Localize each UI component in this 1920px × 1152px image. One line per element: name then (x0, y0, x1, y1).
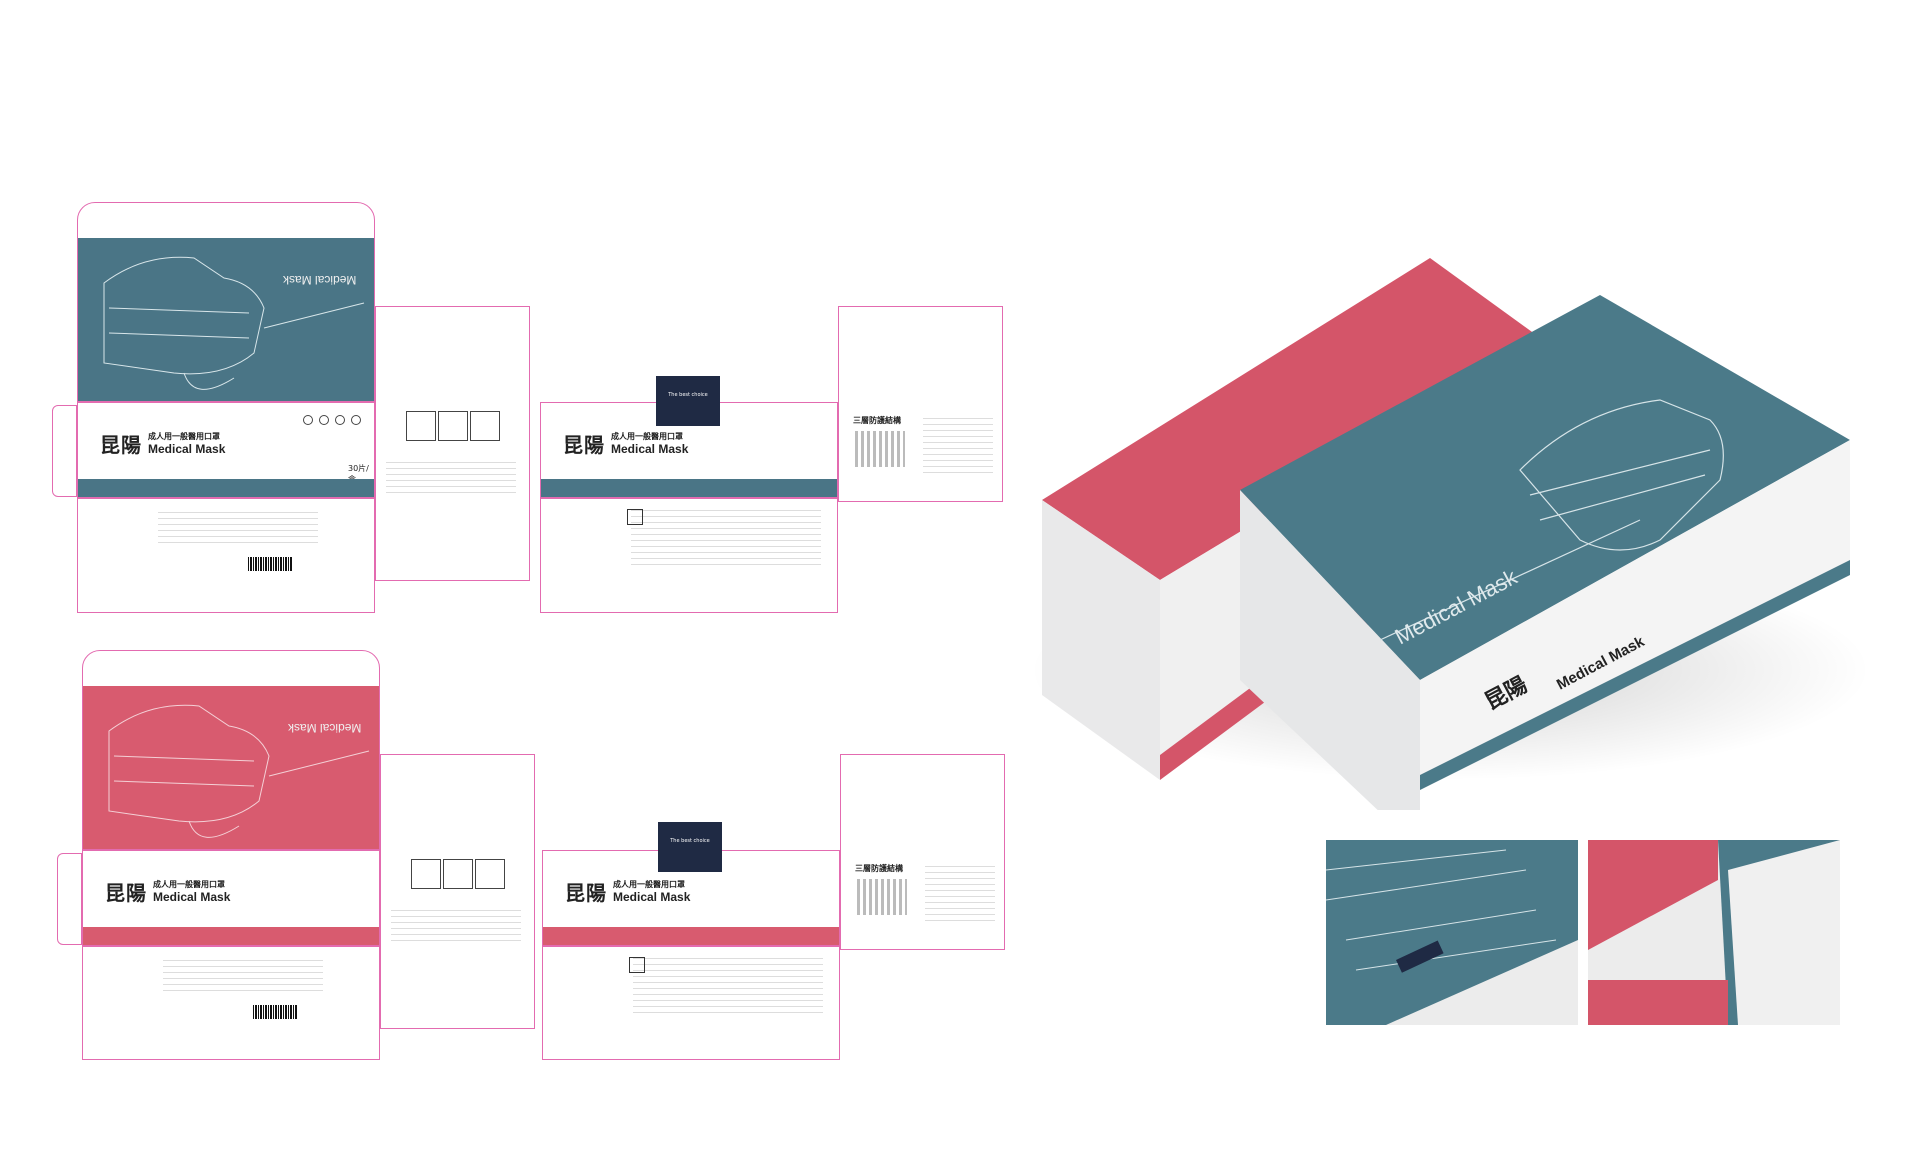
shield-icon (351, 415, 361, 425)
brand-en: Medical Mask (148, 442, 226, 456)
feature-icons (303, 415, 361, 425)
side-panel-layers-pink: 三層防護結構 (840, 754, 1005, 950)
front-panel-pink-2: 昆陽 成人用一般醫用口罩 Medical Mask (542, 850, 840, 946)
lid-fill-teal (78, 238, 374, 401)
face-illustration-icon (475, 859, 505, 889)
tag-label: The best choice (656, 376, 720, 426)
brand-en: Medical Mask (153, 890, 231, 904)
box-mockup: Medical Mask 昆陽 Medical Mask (1030, 258, 1870, 810)
layers-diagram-icon (855, 431, 905, 467)
brand-subtitle: 成人用一般醫用口罩 (611, 432, 683, 441)
bottom-panel-teal-2 (540, 498, 838, 613)
detail-photo-pink (1588, 840, 1840, 1025)
brand-en: Medical Mask (613, 890, 691, 904)
info-text-block (631, 505, 821, 565)
qr-icon (629, 957, 645, 973)
brand-subtitle: 成人用一般醫用口罩 (153, 880, 225, 889)
bottom-panel-teal-1 (77, 498, 375, 613)
side-panel-pink (380, 754, 535, 1029)
info-text-block (633, 953, 823, 1013)
color-band (78, 479, 374, 497)
brand-cn: 昆陽 (563, 433, 605, 457)
layers-text (925, 861, 995, 921)
hospital-cross-icon (303, 415, 313, 425)
barcode-icon (248, 557, 292, 571)
face-illustration-icon (411, 859, 441, 889)
layers-text (923, 413, 993, 473)
front-panel-teal-2: 昆陽 成人用一般醫用口罩 Medical Mask (540, 402, 838, 498)
face-illustration-icon (470, 411, 500, 441)
face-illustration-icon (443, 859, 473, 889)
teal-box-top (1240, 295, 1850, 680)
pink-box-top (1042, 258, 1550, 580)
filter-icon (319, 415, 329, 425)
brand-cn: 昆陽 (565, 881, 607, 905)
side-flap-left (57, 853, 82, 945)
mask-line-art-icon (108, 704, 370, 838)
spec-text (386, 457, 516, 497)
lid-panel-teal: Medical Mask (77, 202, 375, 402)
brand-en: Medical Mask (611, 442, 689, 456)
tag-label: The best choice (658, 822, 722, 872)
detail-photo-teal (1326, 840, 1578, 1025)
brand-cn: 昆陽 (105, 881, 147, 905)
side-flap-left (52, 405, 77, 497)
lid-cover-text: Medical Mask (288, 721, 362, 735)
brand-subtitle: 成人用一般醫用口罩 (613, 880, 685, 889)
info-text-block (163, 955, 323, 995)
bottom-panel-pink-1 (82, 946, 380, 1060)
check-icon (335, 415, 345, 425)
lid-fill-pink (83, 686, 379, 849)
info-text-block (158, 507, 318, 547)
lid-cover-text: Medical Mask (283, 273, 357, 287)
face-illustration-icon (438, 411, 468, 441)
brand-subtitle: 成人用一般醫用口罩 (148, 432, 220, 441)
side-panel-layers-teal: 三層防護結構 (838, 306, 1003, 502)
mask-line-art-icon (103, 256, 365, 390)
bottom-panel-pink-2 (542, 946, 840, 1060)
layers-title: 三層防護結構 (853, 416, 901, 425)
side-panel-teal (375, 306, 530, 581)
barcode-icon (253, 1005, 297, 1019)
spec-text (391, 905, 521, 945)
face-illustration-icon (406, 411, 436, 441)
qr-icon (627, 509, 643, 525)
layers-diagram-icon (857, 879, 907, 915)
lid-panel-pink: Medical Mask (82, 650, 380, 850)
front-panel-pink-1: 昆陽 成人用一般醫用口罩 Medical Mask (82, 850, 380, 946)
brand-cn: 昆陽 (100, 433, 142, 457)
front-panel-teal-1: 昆陽 成人用一般醫用口罩 Medical Mask 30片/盒 (77, 402, 375, 498)
color-band (543, 927, 839, 945)
layers-title: 三層防護結構 (855, 864, 903, 873)
color-band (83, 927, 379, 945)
color-band (541, 479, 837, 497)
